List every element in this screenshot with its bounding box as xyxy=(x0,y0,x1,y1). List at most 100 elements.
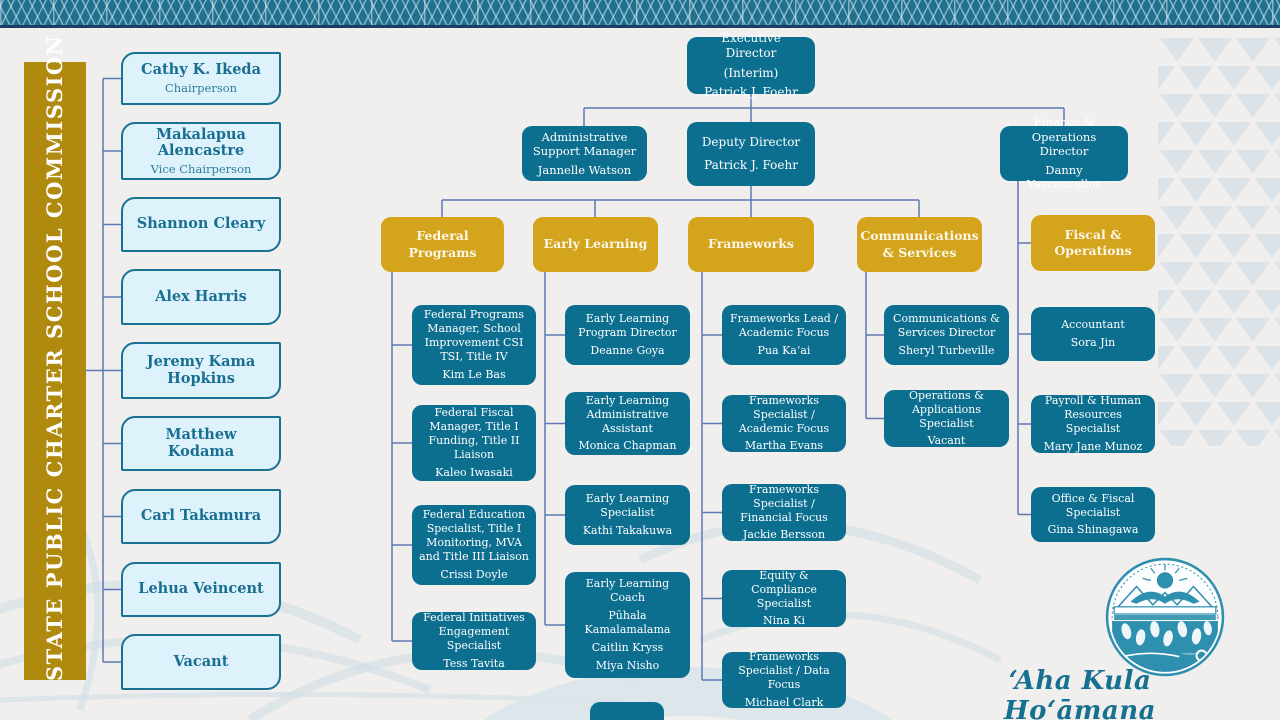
commissioner-name: Makalapua Alencastre xyxy=(156,125,246,160)
commissioner-role: Vice Chairperson xyxy=(150,161,252,176)
staff-name: Pua Kaʻai xyxy=(757,343,811,357)
commissioner-card: Makalapua Alencastre Vice Chairperson xyxy=(121,122,281,180)
finance-director-card: Finance & Operations Director Danny Vasc… xyxy=(1000,115,1128,191)
department-federal-programs: Federal Programs xyxy=(381,217,504,272)
commission-sidebar-bar xyxy=(24,62,86,680)
staff-name: Monica Chapman xyxy=(578,439,677,453)
staff-card: Frameworks Specialist / Data Focus Micha… xyxy=(722,650,846,709)
commissioner-card: Shannon Cleary xyxy=(121,197,281,252)
staff-card: Operations & Applications Specialist Vac… xyxy=(884,388,1009,448)
commissioner-name: Jeremy Kama Hopkins xyxy=(146,352,256,387)
staff-card: Frameworks Specialist / Academic Focus M… xyxy=(722,393,846,453)
banner-weave-pattern xyxy=(0,0,1280,28)
staff-name: Nina Ki xyxy=(762,614,806,628)
commissioner-name: Shannon Cleary xyxy=(136,215,266,233)
commissioner-name: Lehua Veincent xyxy=(138,580,264,598)
staff-title: Office & Fiscal Specialist xyxy=(1051,491,1135,519)
staff-card: Federal Education Specialist, Title I Mo… xyxy=(412,505,536,585)
staff-card: Early Learning Administrative Assistant … xyxy=(565,392,690,455)
staff-card: Federal Fiscal Manager, Title I Funding,… xyxy=(412,405,536,481)
department-communications-services: Communications & Services xyxy=(857,217,982,272)
staff-card: Office & Fiscal Specialist Gina Shinagaw… xyxy=(1031,487,1155,542)
staff-card: Early Learning Specialist Kathi Takakuwa xyxy=(565,485,690,545)
commissioner-role: Chairperson xyxy=(164,81,238,96)
staff-title: Frameworks Specialist / Data Focus xyxy=(738,650,830,691)
staff-card: Frameworks Specialist / Financial Focus … xyxy=(722,482,846,542)
staff-name: Tess Tavita xyxy=(443,656,505,670)
commissioner-name: Matthew Kodama xyxy=(165,425,237,460)
deputy-director-card: Deputy Director Patrick J. Foehr xyxy=(687,122,815,186)
staff-name: Kathi Takakuwa xyxy=(582,523,673,537)
staff-subtitle: (Interim) xyxy=(723,65,779,80)
commissioner-name: Carl Takamura xyxy=(140,507,262,525)
staff-name: Michael Clark xyxy=(744,695,824,709)
staff-name: Patrick J. Foehr xyxy=(704,157,798,172)
staff-card: Early Learning Program Director Deanne G… xyxy=(565,305,690,365)
staff-card: Federal Programs Manager, School Improve… xyxy=(412,305,536,385)
commission-seal xyxy=(1105,557,1225,677)
commissioner-card: Matthew Kodama xyxy=(121,416,281,471)
staff-title: Early Learning Administrative Assistant xyxy=(585,393,670,435)
staff-title: Payroll & Human Resources Specialist xyxy=(1044,394,1142,435)
staff-name: Danny Vasconcellos xyxy=(1026,162,1102,192)
staff-title: Frameworks Lead / Academic Focus xyxy=(729,312,839,340)
staff-card: Federal Initiatives Engagement Specialis… xyxy=(412,611,536,670)
staff-name: Sheryl Turbeville xyxy=(898,343,995,357)
commissioner-name: Vacant xyxy=(173,652,229,670)
staff-name: Patrick J. Foehr xyxy=(704,84,798,99)
staff-title: Federal Programs Manager, School Improve… xyxy=(423,308,525,363)
staff-name: Jannelle Watson xyxy=(537,162,632,177)
staff-card: Communications & Services Director Shery… xyxy=(884,305,1009,365)
staff-name: Pūhala Kamalamalama xyxy=(584,609,671,636)
staff-title: Early Learning Program Director xyxy=(578,312,677,340)
staff-title: Administrative Support Manager xyxy=(532,129,637,159)
staff-title: Early Learning Coach xyxy=(585,577,670,605)
department-frameworks: Frameworks xyxy=(688,217,814,272)
commissioner-name: Alex Harris xyxy=(155,287,247,305)
staff-name: Martha Evans xyxy=(744,439,824,453)
department-early-learning: Early Learning xyxy=(533,217,658,272)
executive-director-card: Executive Director (Interim) Patrick J. … xyxy=(687,31,815,99)
motto-text: ʻAha Kula Hoʻāmana xyxy=(1004,666,1156,720)
department-fiscal-operations: Fiscal & Operations xyxy=(1031,215,1155,271)
staff-card: Frameworks Lead / Academic Focus Pua Kaʻ… xyxy=(722,305,846,365)
staff-title: Federal Fiscal Manager, Title I Funding,… xyxy=(428,406,520,461)
staff-name: Kaleo Iwasaki xyxy=(435,465,513,479)
staff-title: Federal Education Specialist, Title I Mo… xyxy=(419,508,529,563)
staff-name: Jackie Bersson xyxy=(742,528,826,542)
staff-card: Early Learning Coach Pūhala Kamalamalama… xyxy=(565,572,690,678)
commissioner-card: Carl Takamura xyxy=(121,489,281,544)
staff-name: Caitlin Kryss xyxy=(591,640,664,654)
commissioner-card: Cathy K. Ikeda Chairperson xyxy=(121,52,281,105)
staff-title: Early Learning Specialist xyxy=(585,492,670,520)
admin-support-card: Administrative Support Manager Jannelle … xyxy=(522,126,647,181)
staff-title: Finance & Operations Director xyxy=(1031,115,1097,159)
staff-name: Vacant xyxy=(927,434,966,448)
staff-title: Frameworks Specialist / Academic Focus xyxy=(738,393,830,435)
staff-name: Miya Nisho xyxy=(595,658,660,672)
commissioner-name: Cathy K. Ikeda xyxy=(141,61,261,79)
commissioner-card: Lehua Veincent xyxy=(121,562,281,617)
staff-card: Accountant Sora Jin xyxy=(1031,307,1155,361)
commissioner-card: Jeremy Kama Hopkins xyxy=(121,342,281,399)
staff-title: Operations & Applications Specialist xyxy=(909,388,984,430)
staff-title: Equity & Compliance Specialist xyxy=(751,568,817,610)
staff-title: Deputy Director xyxy=(701,135,801,150)
staff-title: Communications & Services Director xyxy=(893,312,1000,340)
staff-name: Deanne Goya xyxy=(590,343,665,357)
staff-name: Sora Jin xyxy=(1070,336,1116,349)
staff-card: Payroll & Human Resources Specialist Mar… xyxy=(1031,394,1155,453)
staff-title: Frameworks Specialist / Financial Focus xyxy=(740,482,828,524)
staff-card: Equity & Compliance Specialist Nina Ki xyxy=(722,568,846,628)
commissioner-card: Vacant xyxy=(121,634,281,690)
triangle-pattern xyxy=(1158,36,1280,446)
staff-title: Accountant xyxy=(1061,318,1125,332)
staff-name: Mary Jane Munoz xyxy=(1043,439,1143,453)
staff-title: Executive Director xyxy=(721,31,781,61)
staff-name: Kim Le Bas xyxy=(442,367,506,381)
staff-name: Crissi Doyle xyxy=(440,567,508,581)
staff-name: Gina Shinagawa xyxy=(1047,523,1139,537)
staff-title: Federal Initiatives Engagement Specialis… xyxy=(423,611,525,652)
